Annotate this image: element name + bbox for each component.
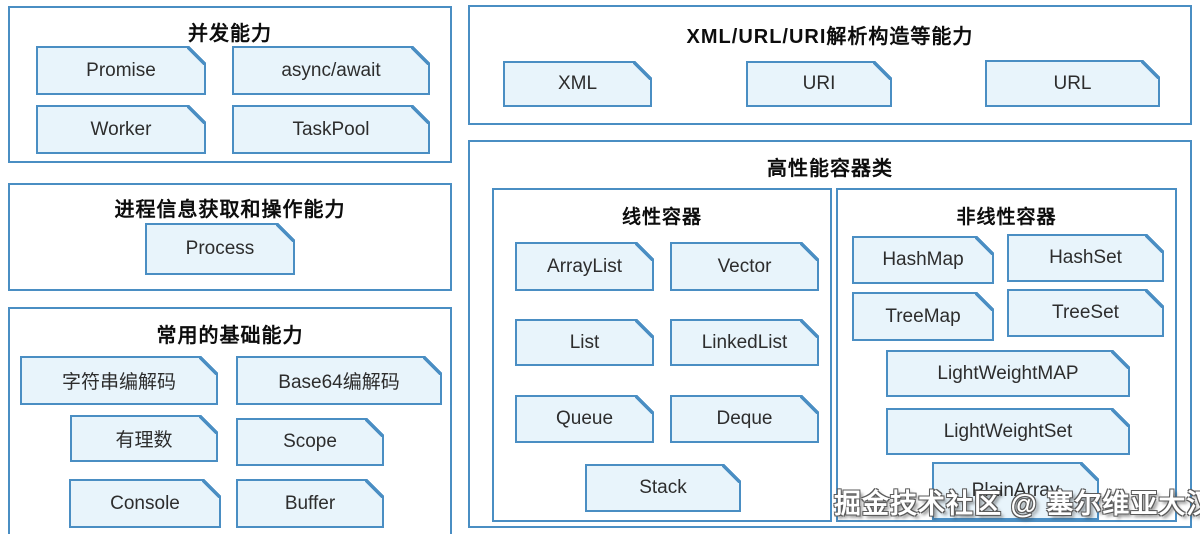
group-containers-title: 高性能容器类 [767,158,893,180]
group-process: 进程信息获取和操作能力 Process [8,183,452,291]
node-treeset: TreeSet [1007,289,1164,337]
subgroup-linear-title: 线性容器 [621,207,702,228]
node-plainarray: PlainArray [932,462,1099,520]
group-process-title: 进程信息获取和操作能力 [114,199,346,221]
node-url: URL [985,60,1160,107]
group-basic: 常用的基础能力 字符串编解码 Base64编解码 有理数 Scope Conso… [8,307,452,534]
node-lightweightset: LightWeightSet [886,408,1130,455]
node-linkedlist: LinkedList [670,319,819,366]
node-vector: Vector [670,242,819,291]
node-lightweightmap: LightWeightMAP [886,350,1130,397]
node-deque: Deque [670,395,819,443]
node-base64-codec: Base64编解码 [236,356,442,405]
watermark-text: 掘金技术社区 @ 塞尔维亚大汉 [834,489,1200,519]
node-rational: 有理数 [70,415,218,462]
subgroup-nonlinear-title: 非线性容器 [956,207,1057,228]
node-promise: Promise [36,46,206,95]
node-stack: Stack [585,464,741,512]
group-concurrency-title: 并发能力 [188,23,272,45]
node-async-await: async/await [232,46,430,95]
node-hashset: HashSet [1007,234,1164,282]
node-taskpool: TaskPool [232,105,430,154]
node-treemap: TreeMap [852,292,994,341]
group-xml-url-uri: XML/URL/URI解析构造等能力 XML URI URL [468,5,1192,125]
node-list: List [515,319,654,366]
node-worker: Worker [36,105,206,154]
group-xml-url-uri-title: XML/URL/URI解析构造等能力 [686,26,974,48]
node-string-codec: 字符串编解码 [20,356,218,405]
node-process: Process [145,223,295,275]
group-concurrency: 并发能力 Promise async/await Worker TaskPool [8,6,452,163]
subgroup-nonlinear: 非线性容器 HashMap HashSet TreeMap TreeSet Li… [836,188,1177,522]
subgroup-linear: 线性容器 ArrayList Vector List LinkedList Qu… [492,188,832,522]
node-arraylist: ArrayList [515,242,654,291]
node-xml: XML [503,61,652,107]
node-hashmap: HashMap [852,236,994,284]
node-queue: Queue [515,395,654,443]
group-basic-title: 常用的基础能力 [156,325,304,347]
node-buffer: Buffer [236,479,384,528]
node-scope: Scope [236,418,384,466]
node-uri: URI [746,61,892,107]
node-console: Console [69,479,221,528]
group-containers: 高性能容器类 线性容器 ArrayList Vector List Linked… [468,140,1192,528]
